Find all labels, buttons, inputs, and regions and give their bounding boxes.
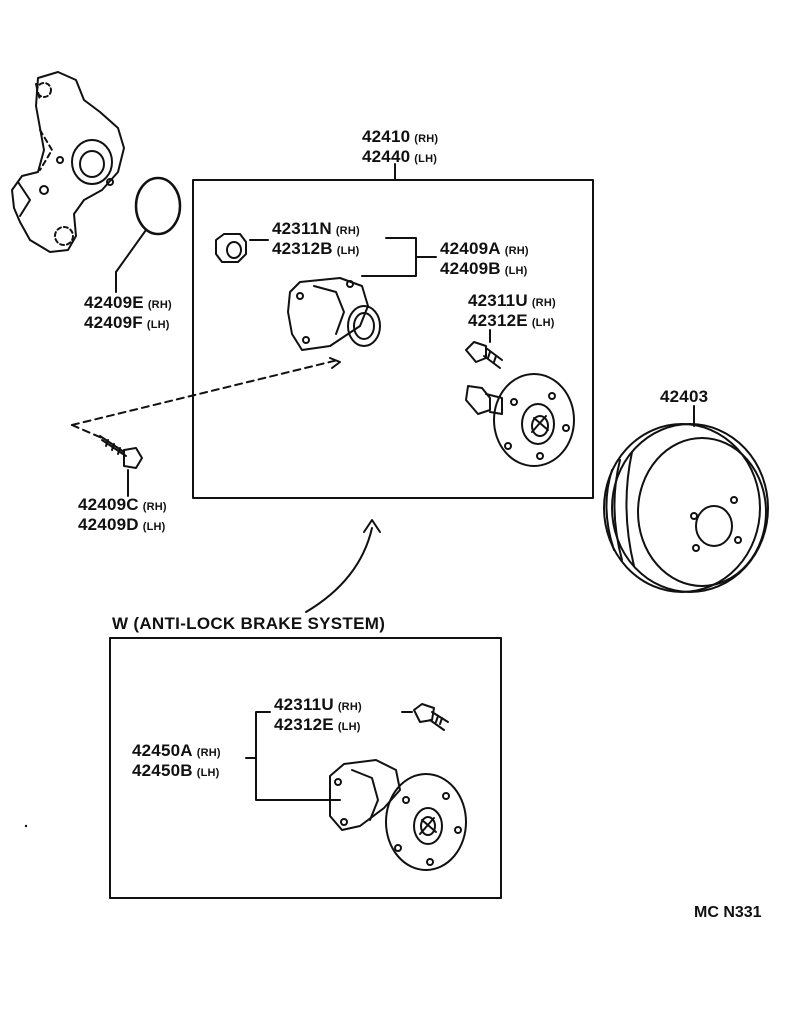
brake-drum-illustration <box>603 423 769 593</box>
diagram-code: MC N331 <box>694 904 762 921</box>
o-ring-rh-side: (RH) <box>147 299 172 311</box>
abs-bolt-label: 42311U(RH) 42312E(LH) <box>274 696 362 736</box>
abs-hub-lh: 42450B <box>132 761 193 780</box>
bearing-lh: 42409B <box>440 259 501 278</box>
abs-hub-lh-side: (LH) <box>196 767 220 779</box>
nut-rh: 42311N <box>272 219 332 238</box>
hub-assy-rh: 42410 <box>362 127 411 146</box>
abs-bolt-rh: 42311U <box>274 695 334 714</box>
nut-rh-side: (RH) <box>335 225 360 237</box>
axle-hub-illustration <box>465 373 575 467</box>
bolt-rh: 42409C <box>78 495 139 514</box>
bolt-label: 42409C(RH) 42409D(LH) <box>78 496 167 536</box>
bearing-rh-side: (RH) <box>504 245 529 257</box>
abs-hub-rh-side: (RH) <box>196 747 221 759</box>
hub-assy-rh-side: (RH) <box>414 133 439 145</box>
nut-lh-side: (LH) <box>336 245 360 257</box>
hub-bolt-illustration <box>465 341 503 369</box>
nut-label: 42311N(RH) 42312B(LH) <box>272 220 360 260</box>
bearing-label: 42409A(RH) 42409B(LH) <box>440 240 529 280</box>
o-ring-lh: 42409F <box>84 313 143 332</box>
bolt-rh-side: (RH) <box>142 501 167 513</box>
hub-bolt-rh-side: (RH) <box>531 297 556 309</box>
bearing-illustration <box>287 277 381 351</box>
hub-assy-lh: 42440 <box>362 147 411 166</box>
abs-bolt-illustration <box>413 703 449 731</box>
abs-hub-illustration <box>329 759 467 871</box>
bolt-lh: 42409D <box>78 515 139 534</box>
bolt-illustration <box>99 435 143 469</box>
nut-illustration <box>215 233 247 263</box>
hub-bolt-rh: 42311U <box>468 291 528 310</box>
bearing-rh: 42409A <box>440 239 501 258</box>
drum-label: 42403 <box>660 388 708 406</box>
bearing-lh-side: (LH) <box>504 265 528 277</box>
hub-assy-lh-side: (LH) <box>414 153 438 165</box>
knuckle-illustration <box>11 71 125 253</box>
o-ring-illustration <box>134 176 182 236</box>
abs-bolt-lh-side: (LH) <box>337 721 361 733</box>
drum-code: 42403 <box>660 387 709 406</box>
abs-bolt-lh: 42312E <box>274 715 334 734</box>
hub-bolt-lh: 42312E <box>468 311 528 330</box>
o-ring-rh: 42409E <box>84 293 144 312</box>
main-box <box>192 179 594 499</box>
o-ring-lh-side: (LH) <box>146 319 170 331</box>
hub-bolt-lh-side: (LH) <box>531 317 555 329</box>
abs-bolt-rh-side: (RH) <box>337 701 362 713</box>
hub-assy-label: 42410(RH) 42440(LH) <box>362 128 438 168</box>
abs-hub-rh: 42450A <box>132 741 193 760</box>
hub-bolt-label: 42311U(RH) 42312E(LH) <box>468 292 556 332</box>
abs-section-title: W (ANTI-LOCK BRAKE SYSTEM) <box>112 614 386 633</box>
abs-box <box>109 637 502 899</box>
abs-hub-label: 42450A(RH) 42450B(LH) <box>132 742 221 782</box>
o-ring-label: 42409E(RH) 42409F(LH) <box>84 294 172 334</box>
nut-lh: 42312B <box>272 239 333 258</box>
bolt-lh-side: (LH) <box>142 521 166 533</box>
